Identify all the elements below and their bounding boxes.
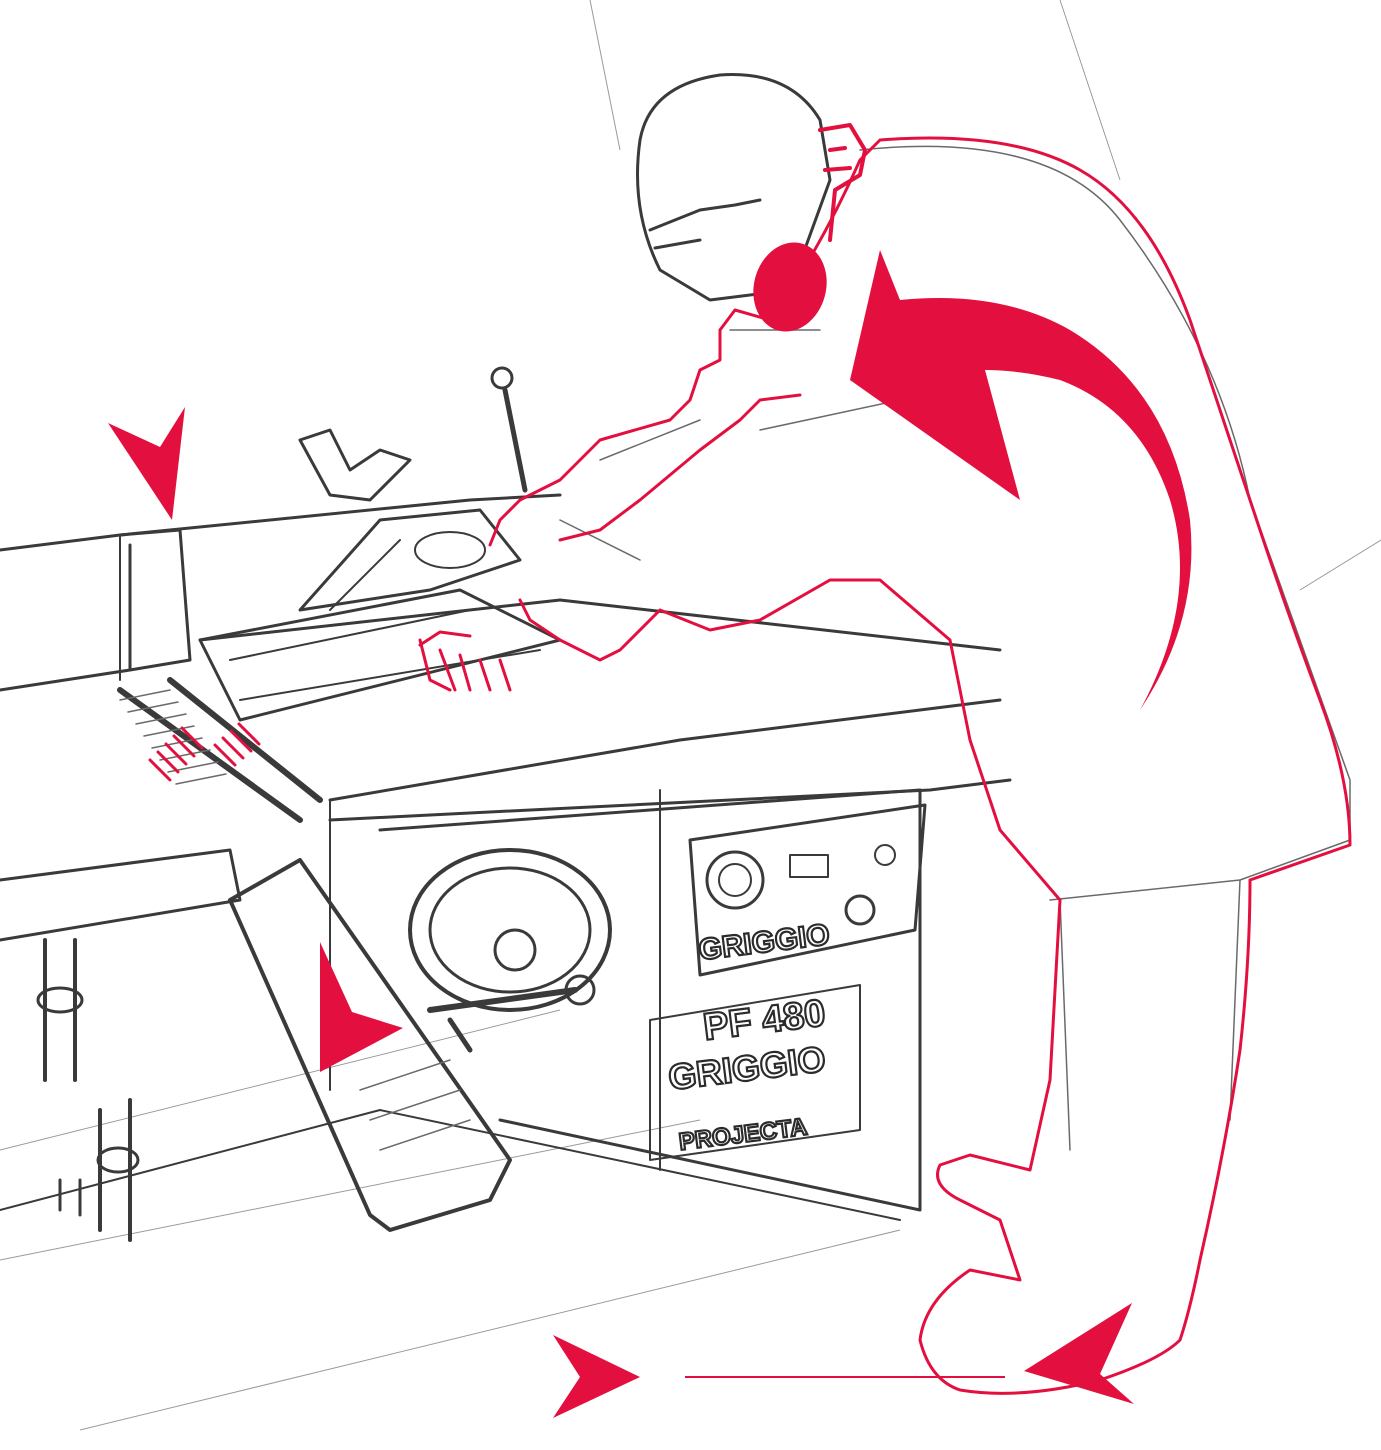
machine-legs <box>0 850 240 1240</box>
workpiece <box>200 590 560 720</box>
curved-arrow-icon <box>850 250 1191 710</box>
handwheel <box>410 850 610 1050</box>
hand-guard <box>300 510 520 610</box>
hand-contour <box>420 632 510 690</box>
red-highlights <box>150 125 1350 1393</box>
plate-bottom: PROJECTA <box>677 1113 808 1156</box>
triangle-pointer-icon-floor-left <box>553 1335 640 1418</box>
adjustment-lever <box>492 368 525 490</box>
triangle-pointer-icon-floor-right <box>1024 1303 1134 1404</box>
triangle-pointer-icon-top <box>108 407 185 520</box>
safety-glasses <box>650 200 760 248</box>
plate-brand-lower: GRIGGIO <box>666 1038 828 1098</box>
plate-brand-upper: GRIGGIO <box>697 918 832 967</box>
ear-protection <box>744 125 865 340</box>
guard-knob <box>300 430 410 500</box>
planer-machine: GRIGGIO PF 480 GRIGGIO PROJECTA <box>0 368 1010 1240</box>
arm-contour <box>490 330 800 545</box>
